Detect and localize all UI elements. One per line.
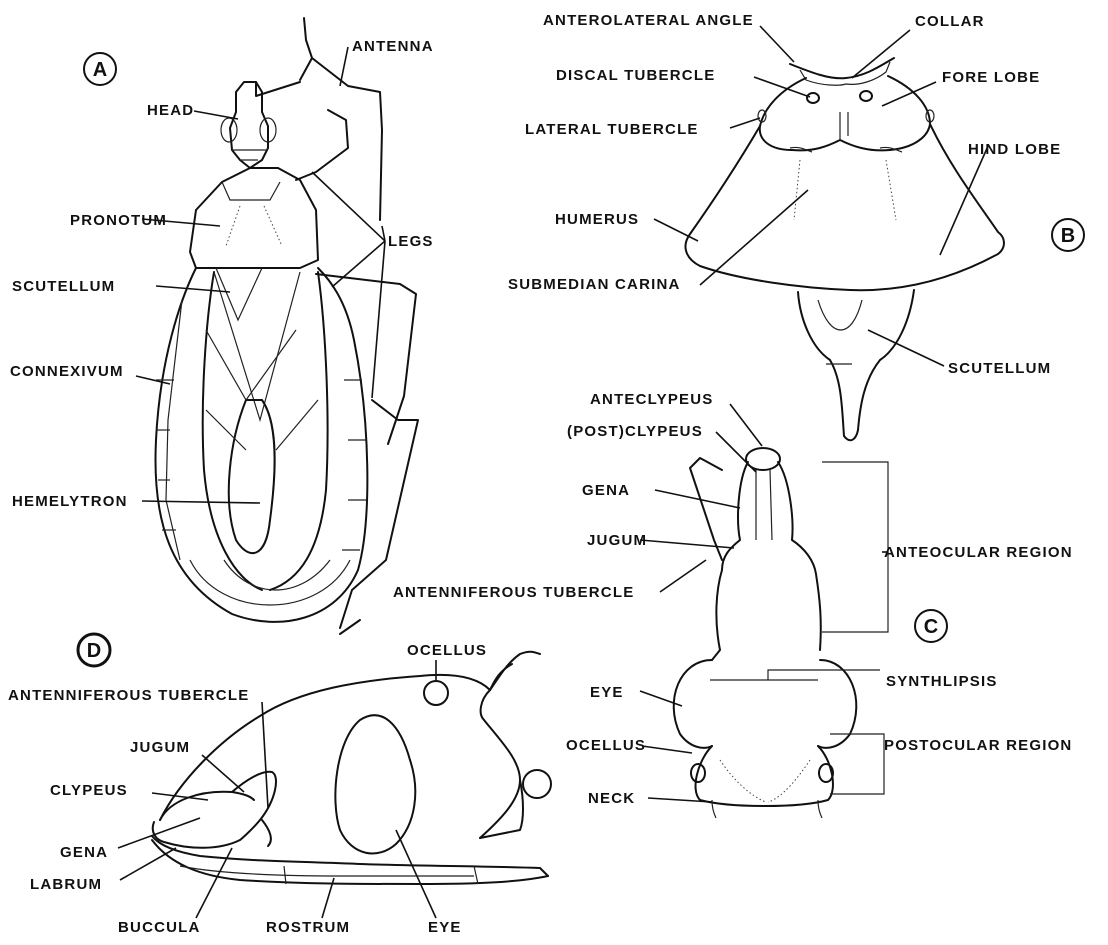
panel-c-letter: C — [924, 616, 938, 638]
label-rostrum: ROSTRUM — [266, 919, 350, 936]
head-dorsal-drawing — [674, 448, 857, 818]
label-anteclypeus: ANTECLYPEUS — [590, 391, 714, 408]
panel-a: A — [10, 18, 434, 634]
label-neck: NECK — [588, 790, 635, 807]
label-labrum: LABRUM — [30, 876, 102, 893]
panel-d-letter: D — [87, 640, 101, 662]
label-discal-tubercle: DISCAL TUBERCLE — [556, 67, 715, 84]
label-synthlipsis: SYNTHLIPSIS — [886, 673, 998, 690]
label-humerus: HUMERUS — [555, 211, 639, 228]
label-antenniferous-tubercle-c: ANTENNIFEROUS TUBERCLE — [393, 584, 634, 601]
label-submedian-carina: SUBMEDIAN CARINA — [508, 276, 681, 293]
panel-d-marker: D — [78, 634, 110, 666]
label-jugum-c: JUGUM — [587, 532, 647, 549]
panel-b-marker: B — [1052, 219, 1084, 251]
label-lateral-tubercle: LATERAL TUBERCLE — [525, 121, 699, 138]
pronotum-drawing — [685, 58, 1004, 440]
label-hemelytron: HEMELYTRON — [12, 493, 128, 510]
panel-c: C — [393, 391, 1073, 818]
panel-c-marker: C — [915, 610, 947, 642]
panel-b-letter: B — [1061, 225, 1075, 247]
label-gena-d: GENA — [60, 844, 108, 861]
label-eye-c: EYE — [590, 684, 624, 701]
label-fore-lobe: FORE LOBE — [942, 69, 1040, 86]
label-gena-c: GENA — [582, 482, 630, 499]
label-legs: LEGS — [388, 233, 434, 250]
label-antenna: ANTENNA — [352, 38, 434, 55]
label-anterolateral-angle: ANTEROLATERAL ANGLE — [543, 12, 754, 29]
label-scutellum-b: SCUTELLUM — [948, 360, 1051, 377]
label-collar: COLLAR — [915, 13, 985, 30]
label-post-clypeus: (POST)CLYPEUS — [567, 423, 703, 440]
panel-b: B — [508, 12, 1084, 440]
label-ocellus-d: OCELLUS — [407, 642, 487, 659]
label-scutellum-a: SCUTELLUM — [12, 278, 115, 295]
panel-a-marker: A — [84, 53, 116, 85]
label-antenniferous-tubercle-d: ANTENNIFEROUS TUBERCLE — [8, 687, 249, 704]
label-hind-lobe: HIND LOBE — [968, 141, 1061, 158]
label-pronotum: PRONOTUM — [70, 212, 167, 229]
label-jugum-d: JUGUM — [130, 739, 190, 756]
label-buccula: BUCCULA — [118, 919, 201, 936]
label-anteocular-region: ANTEOCULAR REGION — [884, 544, 1073, 561]
label-eye-d: EYE — [428, 919, 462, 936]
label-clypeus-d: CLYPEUS — [50, 782, 128, 799]
panel-d: D OCELLUS — [8, 634, 551, 936]
label-head: HEAD — [147, 102, 194, 119]
panel-a-letter: A — [93, 59, 107, 81]
label-postocular-region: POSTOCULAR REGION — [884, 737, 1072, 754]
label-ocellus-c: OCELLUS — [566, 737, 646, 754]
label-connexivum: CONNEXIVUM — [10, 363, 124, 380]
